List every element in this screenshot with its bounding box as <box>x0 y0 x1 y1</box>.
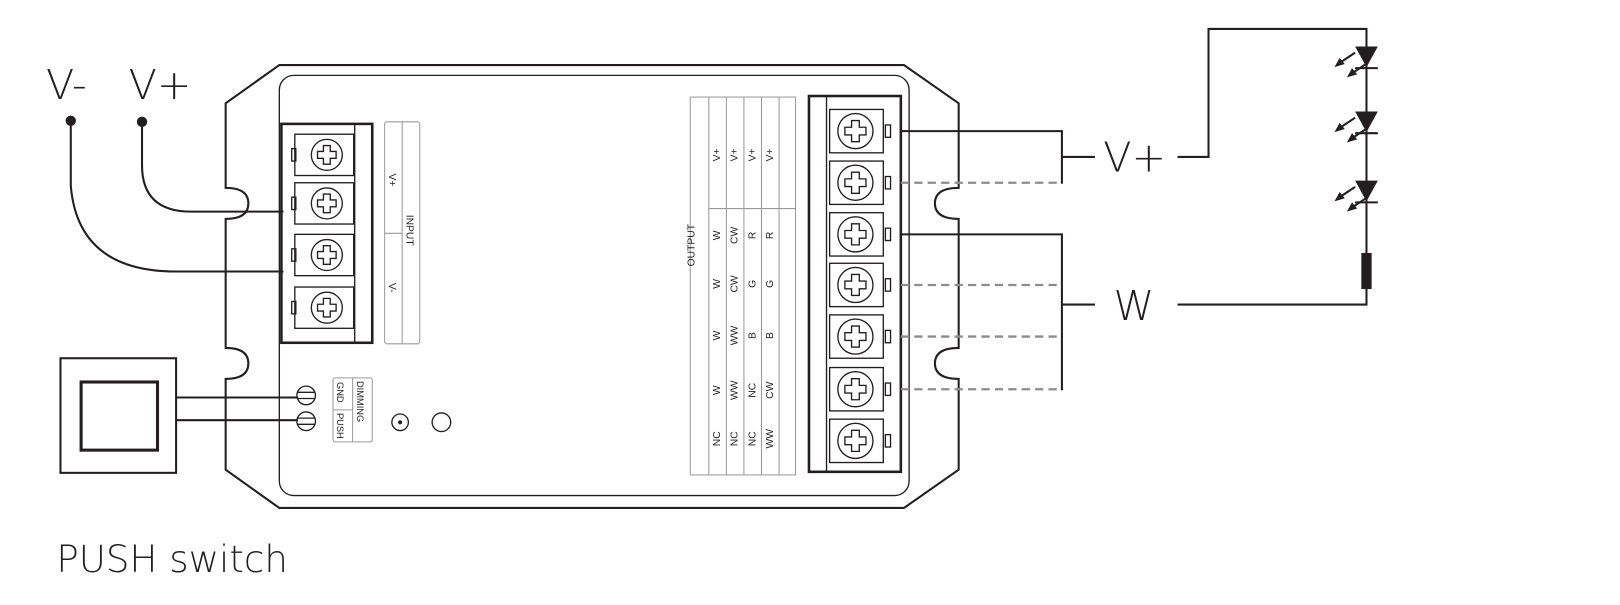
output-pin-label: W <box>712 330 723 340</box>
output-screw-terminal[interactable] <box>828 418 892 464</box>
output-screw-terminal[interactable] <box>828 314 892 359</box>
dimming-pin-push: PUSH <box>335 413 345 439</box>
output-screw-terminal[interactable] <box>828 212 892 257</box>
output-terminal-block <box>807 94 903 474</box>
push-switch <box>59 357 298 474</box>
output-v-plus-label: V+ <box>1103 133 1166 181</box>
input-screw-terminal[interactable] <box>291 233 355 277</box>
output-pin-label: NC <box>747 431 758 446</box>
output-screw-terminal[interactable] <box>828 366 892 412</box>
output-table: OUTPUT V+WWWWNCV+CWCWWWWWNCV+RGBNCNCV+RG… <box>686 96 797 476</box>
output-pin-label: B <box>765 332 776 339</box>
output-screw-terminal[interactable] <box>828 108 892 154</box>
push-switch-caption: PUSH switch <box>56 538 288 581</box>
output-pin-label: B <box>747 332 758 339</box>
output-pin-label: WW <box>730 326 741 346</box>
output-pin-label: NC <box>747 382 758 397</box>
output-title: OUTPUT <box>686 223 697 266</box>
output-wiring <box>900 27 1368 391</box>
led-diode-icon <box>1334 46 1378 78</box>
resistor-icon <box>1361 252 1372 290</box>
led-indicator-dot <box>398 420 403 425</box>
v-plus-wire <box>140 121 284 213</box>
output-pin-label: WW <box>730 380 741 400</box>
output-pin-label: NC <box>712 431 723 446</box>
dimming-pin-gnd: GND <box>335 382 345 403</box>
input-pin-v-minus: V- <box>386 283 397 293</box>
input-screw-terminal[interactable] <box>291 182 355 225</box>
output-w-label: W <box>1114 282 1155 330</box>
input-terminal-block <box>280 122 374 345</box>
input-screw-terminal[interactable] <box>291 133 355 177</box>
output-pin-label: CW <box>765 381 776 398</box>
output-pin-label: NC <box>730 431 741 446</box>
output-pin-label: V+ <box>747 148 758 161</box>
v-minus-label: V- <box>46 61 87 109</box>
output-pin-label: W <box>712 385 723 395</box>
output-pin-label: R <box>765 232 776 239</box>
input-screw-terminal[interactable] <box>291 286 355 329</box>
output-pin-label: G <box>747 280 758 288</box>
dimming-title: DIMMING <box>355 381 365 422</box>
v-minus-wire <box>69 120 284 273</box>
output-pin-label: W <box>712 279 723 289</box>
led-diode-icon <box>1334 111 1378 143</box>
output-screw-terminal[interactable] <box>828 262 892 308</box>
output-pin-label: CW <box>730 227 741 244</box>
dimming-terminals: DIMMING GND PUSH <box>296 377 373 443</box>
led-strip <box>1334 46 1378 212</box>
output-pin-label: R <box>747 232 758 239</box>
output-screw-terminal[interactable] <box>828 160 892 206</box>
output-pin-label: WW <box>765 429 776 449</box>
output-pin-label: V+ <box>712 148 723 161</box>
output-pin-label: G <box>765 280 776 288</box>
led-indicator <box>391 413 410 432</box>
input-pin-v-plus: V+ <box>386 173 397 186</box>
output-pin-label: V+ <box>765 148 776 161</box>
output-pin-label: V+ <box>730 148 741 161</box>
v-plus-label: V+ <box>129 61 192 109</box>
push-button[interactable] <box>431 412 452 433</box>
led-diode-icon <box>1334 180 1378 212</box>
input-label-box: V+ V- INPUT <box>384 121 421 345</box>
output-pin-label: CW <box>730 275 741 292</box>
input-title: INPUT <box>403 215 414 247</box>
output-pin-label: W <box>712 230 723 240</box>
